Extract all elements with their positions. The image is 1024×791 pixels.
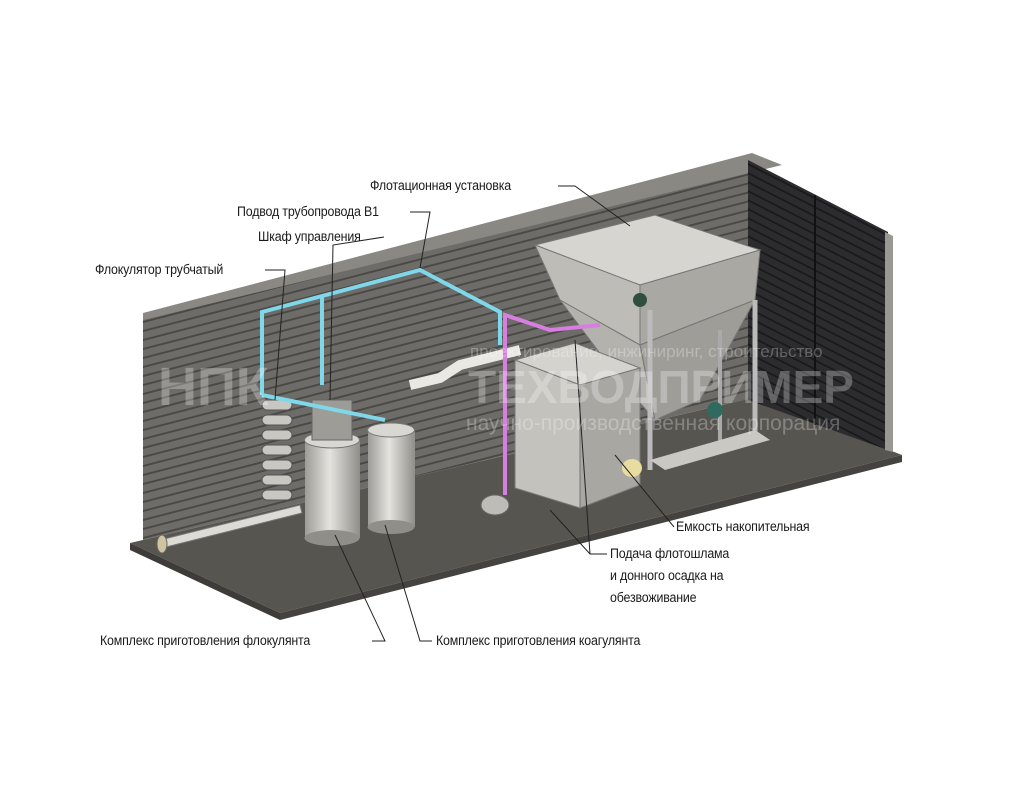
- label-sludge-feed-2: и донного осадка на: [610, 568, 724, 583]
- coagulant-tank: [367, 422, 415, 534]
- label-control-cabinet: Шкаф управления: [258, 229, 361, 244]
- label-flotation-unit: Флотационная установка: [370, 178, 511, 193]
- label-storage-tank: Емкость накопительная: [676, 519, 810, 534]
- container-door: [748, 160, 888, 450]
- tubular-flocculator: [261, 399, 293, 501]
- label-sludge-feed-1: Подача флотошлама: [610, 546, 730, 561]
- storage-tank: [480, 342, 642, 516]
- label-tubular-flocculator: Флокулятор трубчатый: [95, 262, 224, 277]
- water-pipe-b1: [260, 267, 502, 395]
- sludge-pipe: [503, 312, 601, 495]
- flocculant-tank: [304, 399, 360, 546]
- label-coagulant-complex: Комплекс приготовления коагулянта: [436, 633, 641, 648]
- leader-lines: [265, 185, 675, 642]
- label-pipeline-b1: Подвод трубопровода В1: [237, 204, 379, 219]
- label-sludge-feed-3: обезвоживание: [610, 590, 697, 605]
- label-flocculant-complex: Комплекс приготовления флокулянта: [100, 633, 311, 648]
